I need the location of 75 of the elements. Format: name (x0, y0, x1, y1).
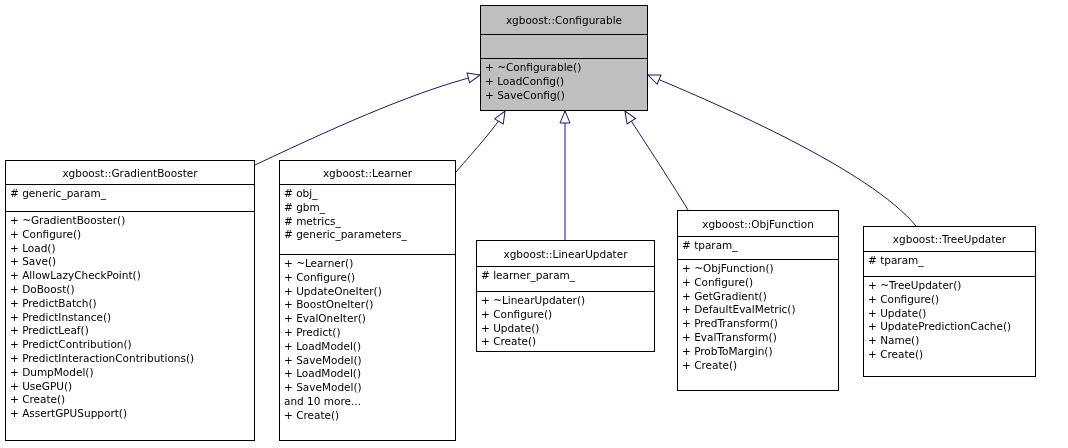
member-text: + ~GradientBooster() (10, 214, 127, 228)
member-text: + ~Configurable() (485, 61, 583, 75)
class-name: xgboost::GradientBooster (62, 166, 198, 179)
member-text: # metrics_ (284, 214, 342, 229)
member-text: + EvalOneIter() (284, 312, 367, 326)
member-text: + PredictContribution() (10, 338, 133, 352)
member-text: + EvalTransform() (682, 331, 778, 345)
member-text: + Name() (868, 334, 921, 348)
inheritance-arrow (559, 110, 571, 241)
member-text: + LoadModel() (284, 339, 363, 354)
member-text: + Configure() (481, 307, 554, 322)
member-text: + Create() (682, 358, 739, 373)
member-text: + PredictInstance() (10, 310, 113, 325)
class-box (480, 5, 648, 111)
member-text: + Configure() (10, 227, 83, 242)
member-text: + PredictLeaf() (10, 324, 90, 339)
member-text: + GetGradient() (682, 289, 768, 304)
member-text: + SaveModel() (284, 353, 363, 368)
class-box (863, 226, 1036, 377)
member-text: # tparam_ (868, 254, 925, 268)
member-text: + Create() (868, 348, 925, 362)
member-text: + AllowLazyCheckPoint() (10, 269, 142, 283)
inheritance-arrow (254, 72, 481, 166)
class-name: xgboost::ObjFunction (702, 217, 814, 230)
member-text: + Create() (284, 408, 341, 423)
member-text: + Create() (10, 393, 67, 408)
class-name: xgboost::LinearUpdater (503, 247, 628, 260)
class-box (5, 160, 255, 441)
member-text: + ~ObjFunction() (682, 262, 775, 276)
class-name: xgboost::Learner (322, 166, 413, 179)
member-text: + ProbToMargin() (682, 344, 774, 359)
member-text: + SaveConfig() (485, 88, 566, 103)
member-text: + LoadConfig() (485, 74, 566, 89)
member-text: + BoostOneIter() (284, 298, 375, 313)
member-text: + PredictInteractionContributions() (10, 351, 196, 366)
member-text: + ~TreeUpdater() (868, 279, 963, 293)
member-text: # tparam_ (682, 239, 739, 253)
member-text: + Configure() (284, 270, 357, 285)
member-text: # learner_param_ (481, 269, 577, 283)
member-text: + AssertGPUSupport() (10, 407, 128, 421)
inheritance-arrow (647, 74, 917, 227)
member-text: + PredTransform() (682, 317, 779, 331)
member-text: and 10 more... (284, 394, 362, 409)
class-box (476, 240, 655, 352)
member-text: + SaveModel() (284, 381, 363, 395)
member-text: # obj_ (284, 187, 319, 201)
member-text: + Create() (481, 335, 538, 350)
class-box (677, 210, 839, 391)
class-name: xgboost::TreeUpdater (892, 233, 1007, 245)
member-text: + DumpModel() (10, 365, 95, 380)
member-text: # generic_param_ (10, 187, 107, 201)
class-name: xgboost::Configurable (505, 14, 623, 26)
member-text: + DefaultEvalMetric() (682, 303, 797, 318)
member-text: + Configure() (868, 292, 941, 307)
empty-compartment (481, 34, 647, 58)
member-text: + Configure() (682, 275, 755, 290)
member-text: + Save() (10, 255, 58, 270)
member-text: + ~Learner() (284, 257, 355, 271)
class-compartment (481, 58, 647, 110)
class-box (279, 160, 456, 441)
member-text: + UpdateOneIter() (284, 284, 383, 299)
member-text: + ~LinearUpdater() (481, 294, 587, 308)
member-text: + UseGPU() (10, 379, 74, 394)
member-text: + Predict() (284, 326, 342, 340)
member-text: + PredictBatch() (10, 296, 98, 311)
member-text: + Update() (481, 321, 541, 336)
member-text: # generic_parameters_ (284, 228, 408, 243)
member-text: + Load() (10, 241, 57, 256)
member-text: # gbm_ (284, 200, 326, 215)
member-text: + Update() (868, 306, 928, 321)
member-text: + DoBoost() (10, 283, 76, 297)
member-text: + UpdatePredictionCache() (868, 320, 1013, 335)
inheritance-arrow (624, 110, 689, 211)
inheritance-arrow (455, 110, 506, 173)
member-text: + LoadModel() (284, 367, 363, 382)
